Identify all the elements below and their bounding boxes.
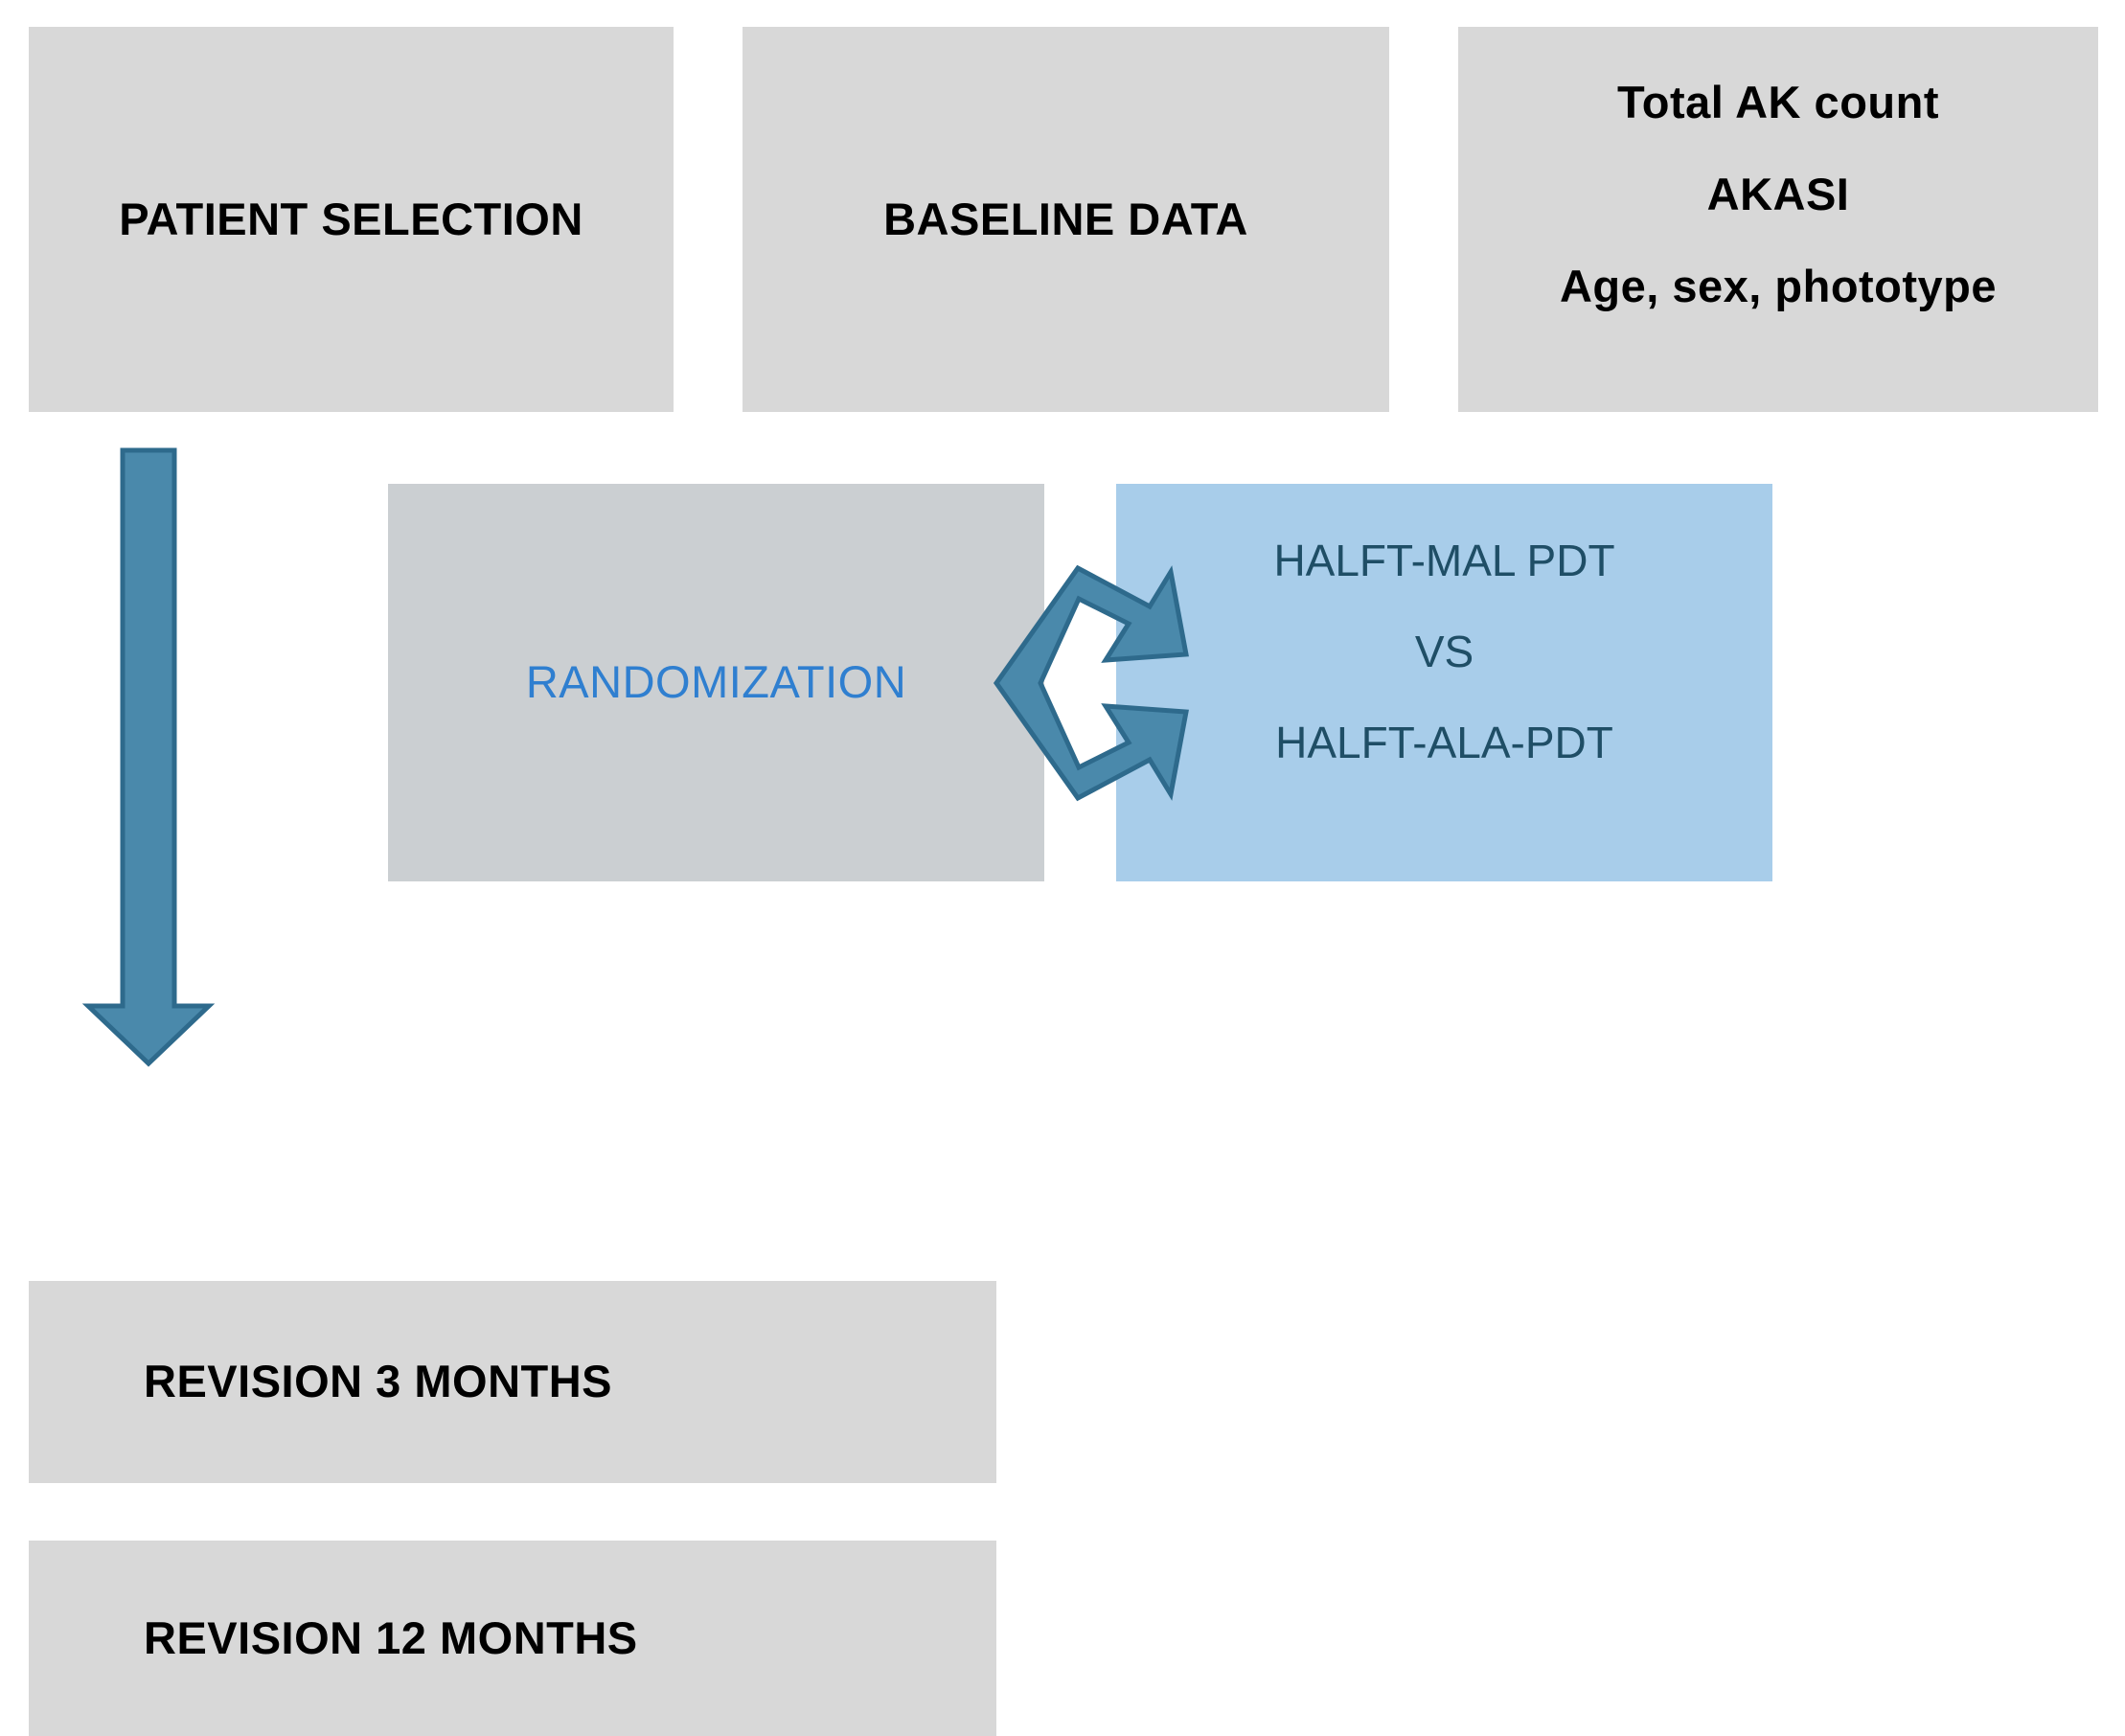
node-randomization: RANDOMIZATION [388, 484, 1044, 881]
node-baseline-measures: Total AK count AKASI Age, sex, phototype [1458, 27, 2098, 412]
baseline-measure-total-ak-count: Total AK count [1617, 77, 1939, 127]
node-patient-selection: PATIENT SELECTION [29, 27, 674, 412]
treatment-arm-separator: VS [1414, 626, 1474, 676]
revision-12-months-label: REVISION 12 MONTHS [144, 1611, 638, 1663]
revision-3-months-label: REVISION 3 MONTHS [144, 1356, 613, 1407]
split-right-arrow-icon [993, 564, 1189, 802]
baseline-measure-demographics: Age, sex, phototype [1559, 261, 1998, 312]
node-revision-12-months: REVISION 12 MONTHS [29, 1541, 996, 1736]
treatment-arm-mal-pdt: HALFT-MAL PDT [1273, 536, 1615, 585]
patient-selection-label: PATIENT SELECTION [119, 193, 583, 244]
node-baseline-data: BASELINE DATA [743, 27, 1389, 412]
baseline-data-label: BASELINE DATA [883, 193, 1248, 244]
node-revision-3-months: REVISION 3 MONTHS [29, 1281, 996, 1483]
down-arrow-icon [81, 447, 216, 1067]
treatment-arm-ala-pdt: HALFT-ALA-PDT [1275, 717, 1613, 767]
baseline-measure-akasi: AKASI [1706, 169, 1850, 220]
randomization-label: RANDOMIZATION [525, 656, 907, 708]
node-treatment-arms: HALFT-MAL PDT VS HALFT-ALA-PDT [1116, 484, 1772, 881]
